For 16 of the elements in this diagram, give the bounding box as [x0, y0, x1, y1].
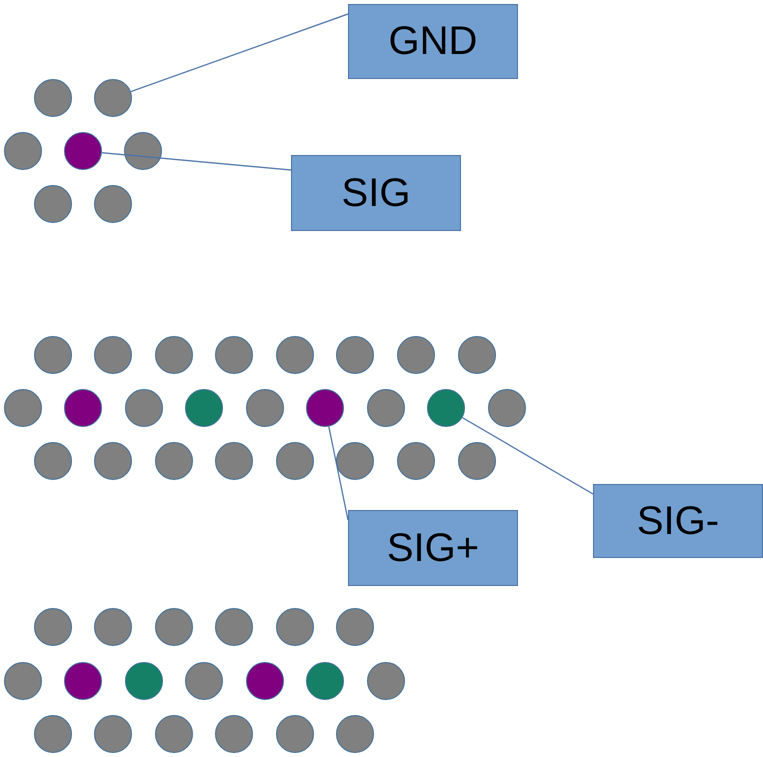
pin — [306, 389, 344, 427]
leader-line — [130, 13, 348, 92]
label-box — [348, 4, 518, 79]
leader-line — [462, 417, 594, 495]
pin — [427, 389, 465, 427]
pin — [64, 132, 102, 170]
label-box — [291, 155, 461, 231]
pin — [94, 79, 132, 117]
pin-label: GND — [388, 19, 478, 64]
leader-line — [102, 152, 292, 171]
pin-label: SIG+ — [386, 526, 480, 570]
pin-label: SIG — [342, 170, 410, 216]
pin-label: SIG- — [636, 498, 720, 544]
label-box — [348, 510, 518, 586]
label-box — [593, 484, 763, 558]
leader-line — [328, 426, 349, 520]
